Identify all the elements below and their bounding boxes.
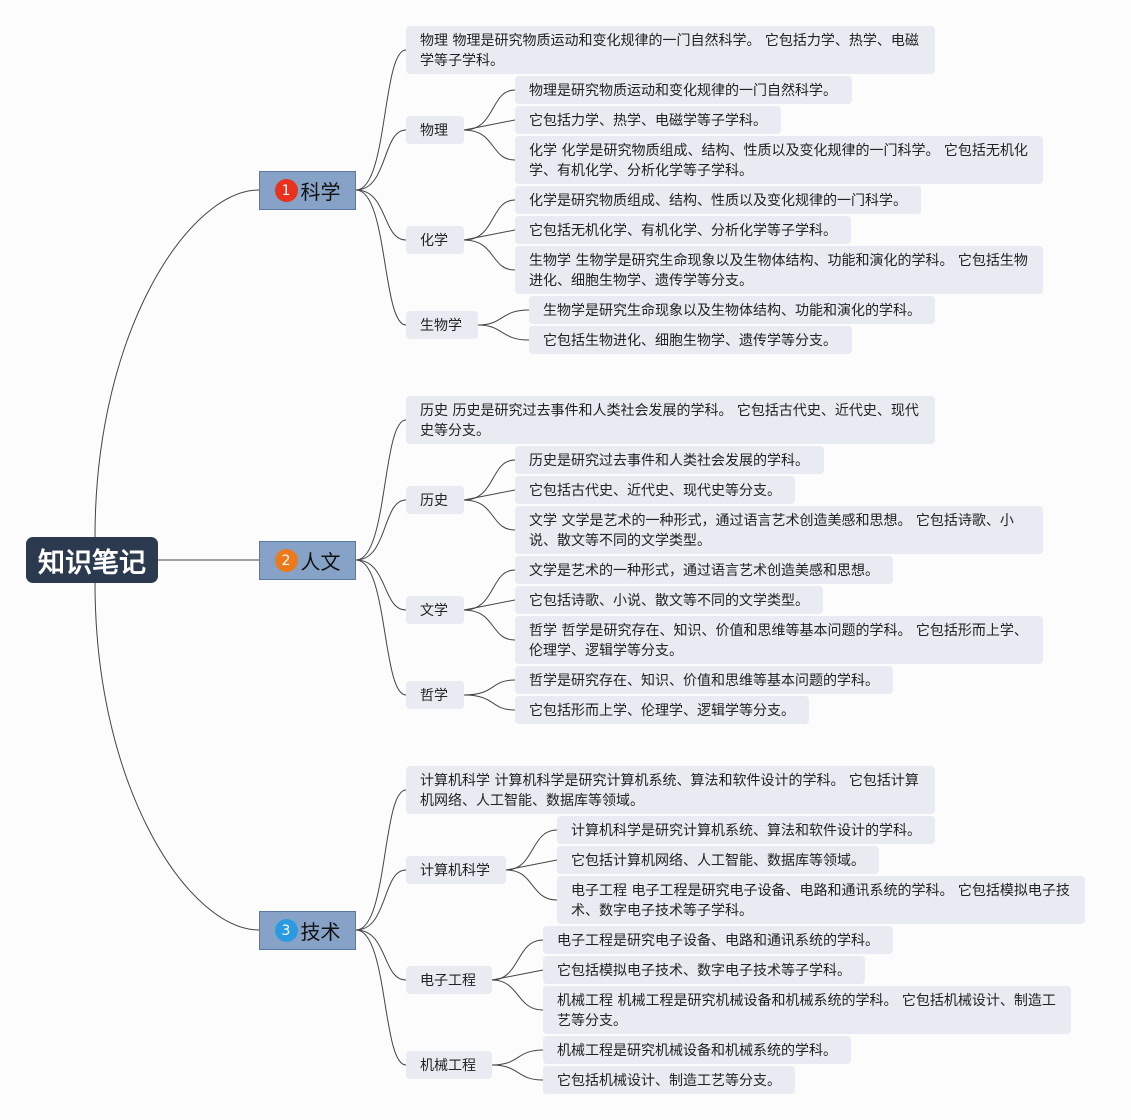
topic-label: 计算机科学 bbox=[420, 863, 490, 879]
leaf-node[interactable]: 历史是研究过去事件和人类社会发展的学科。 bbox=[515, 446, 824, 474]
leaf-node[interactable]: 它包括诗歌、小说、散文等不同的文学类型。 bbox=[515, 586, 823, 614]
leaf-text: 电子工程 电子工程是研究电子设备、电路和通讯系统的学科。 它包括模拟电子技术、数… bbox=[571, 883, 1070, 919]
topic-label: 历史 bbox=[420, 493, 448, 509]
summary-node[interactable]: 物理 物理是研究物质运动和变化规律的一门自然科学。 它包括力学、热学、电磁学等子… bbox=[406, 26, 935, 74]
leaf-text: 它包括生物进化、细胞生物学、遗传学等分支。 bbox=[543, 333, 837, 349]
topic-electrical-engineering[interactable]: 电子工程 bbox=[406, 966, 492, 994]
leaf-text: 物理是研究物质运动和变化规律的一门自然科学。 bbox=[529, 83, 837, 99]
summary-node[interactable]: 计算机科学 计算机科学是研究计算机系统、算法和软件设计的学科。 它包括计算机网络… bbox=[406, 766, 935, 814]
topic-label: 电子工程 bbox=[420, 973, 476, 989]
leaf-node[interactable]: 哲学是研究存在、知识、价值和思维等基本问题的学科。 bbox=[515, 666, 893, 694]
leaf-node[interactable]: 电子工程是研究电子设备、电路和通讯系统的学科。 bbox=[543, 926, 893, 954]
leaf-text: 计算机科学是研究计算机系统、算法和软件设计的学科。 bbox=[571, 823, 921, 839]
branch-science[interactable]: 1 科学 bbox=[259, 171, 356, 210]
topic-label: 哲学 bbox=[420, 688, 448, 704]
leaf-text: 生物学 生物学是研究生命现象以及生物体结构、功能和演化的学科。 它包括生物进化、… bbox=[529, 253, 1028, 289]
leaf-text: 文学 文学是艺术的一种形式，通过语言艺术创造美感和思想。 它包括诗歌、小说、散文… bbox=[529, 513, 1014, 549]
branch-label: 技术 bbox=[300, 920, 341, 944]
summary-text: 历史 历史是研究过去事件和人类社会发展的学科。 它包括古代史、近代史、现代史等分… bbox=[420, 403, 919, 439]
branch-label: 人文 bbox=[300, 550, 341, 574]
leaf-text: 它包括模拟电子技术、数字电子技术等子学科。 bbox=[557, 963, 851, 979]
leaf-node[interactable]: 物理是研究物质运动和变化规律的一门自然科学。 bbox=[515, 76, 852, 104]
leaf-node[interactable]: 它包括力学、热学、电磁学等子学科。 bbox=[515, 106, 781, 134]
leaf-node[interactable]: 它包括模拟电子技术、数字电子技术等子学科。 bbox=[543, 956, 865, 984]
topic-mechanical-engineering[interactable]: 机械工程 bbox=[406, 1051, 492, 1079]
summary-text: 计算机科学 计算机科学是研究计算机系统、算法和软件设计的学科。 它包括计算机网络… bbox=[420, 773, 919, 809]
leaf-node[interactable]: 它包括机械设计、制造工艺等分支。 bbox=[543, 1066, 795, 1094]
leaf-text: 文学是艺术的一种形式，通过语言艺术创造美感和思想。 bbox=[529, 563, 879, 579]
leaf-text: 它包括计算机网络、人工智能、数据库等领域。 bbox=[571, 853, 865, 869]
leaf-node[interactable]: 机械工程 机械工程是研究机械设备和机械系统的学科。 它包括机械设计、制造工艺等分… bbox=[543, 986, 1071, 1034]
topic-label: 化学 bbox=[420, 233, 448, 249]
leaf-text: 机械工程 机械工程是研究机械设备和机械系统的学科。 它包括机械设计、制造工艺等分… bbox=[557, 993, 1056, 1029]
leaf-node[interactable]: 化学 化学是研究物质组成、结构、性质以及变化规律的一门科学。 它包括无机化学、有… bbox=[515, 136, 1043, 184]
topic-label: 物理 bbox=[420, 123, 448, 139]
root-label: 知识笔记 bbox=[38, 547, 146, 579]
leaf-node[interactable]: 它包括无机化学、有机化学、分析化学等子学科。 bbox=[515, 216, 851, 244]
topic-label: 机械工程 bbox=[420, 1058, 476, 1074]
leaf-text: 历史是研究过去事件和人类社会发展的学科。 bbox=[529, 453, 809, 469]
topic-physics[interactable]: 物理 bbox=[406, 116, 464, 144]
leaf-node[interactable]: 计算机科学是研究计算机系统、算法和软件设计的学科。 bbox=[557, 816, 935, 844]
leaf-text: 机械工程是研究机械设备和机械系统的学科。 bbox=[557, 1043, 837, 1059]
topic-label: 生物学 bbox=[420, 318, 462, 334]
leaf-text: 它包括力学、热学、电磁学等子学科。 bbox=[529, 113, 767, 129]
leaf-node[interactable]: 它包括计算机网络、人工智能、数据库等领域。 bbox=[557, 846, 879, 874]
root-node[interactable]: 知识笔记 bbox=[26, 537, 158, 583]
leaf-text: 生物学是研究生命现象以及生物体结构、功能和演化的学科。 bbox=[543, 303, 921, 319]
topic-computer-science[interactable]: 计算机科学 bbox=[406, 856, 506, 884]
leaf-text: 哲学 哲学是研究存在、知识、价值和思维等基本问题的学科。 它包括形而上学、伦理学… bbox=[529, 623, 1028, 659]
topic-chemistry[interactable]: 化学 bbox=[406, 226, 464, 254]
leaf-node[interactable]: 文学是艺术的一种形式，通过语言艺术创造美感和思想。 bbox=[515, 556, 893, 584]
leaf-node[interactable]: 它包括生物进化、细胞生物学、遗传学等分支。 bbox=[529, 326, 852, 354]
leaf-node[interactable]: 电子工程 电子工程是研究电子设备、电路和通讯系统的学科。 它包括模拟电子技术、数… bbox=[557, 876, 1085, 924]
summary-text: 物理 物理是研究物质运动和变化规律的一门自然科学。 它包括力学、热学、电磁学等子… bbox=[420, 33, 919, 69]
leaf-text: 它包括形而上学、伦理学、逻辑学等分支。 bbox=[529, 703, 795, 719]
leaf-text: 哲学是研究存在、知识、价值和思维等基本问题的学科。 bbox=[529, 673, 879, 689]
leaf-text: 化学是研究物质组成、结构、性质以及变化规律的一门科学。 bbox=[529, 193, 907, 209]
branch-label: 科学 bbox=[300, 180, 341, 204]
leaf-text: 电子工程是研究电子设备、电路和通讯系统的学科。 bbox=[557, 933, 879, 949]
leaf-node[interactable]: 化学是研究物质组成、结构、性质以及变化规律的一门科学。 bbox=[515, 186, 921, 214]
leaf-node[interactable]: 它包括古代史、近代史、现代史等分支。 bbox=[515, 476, 795, 504]
leaf-node[interactable]: 文学 文学是艺术的一种形式，通过语言艺术创造美感和思想。 它包括诗歌、小说、散文… bbox=[515, 506, 1043, 554]
leaf-text: 化学 化学是研究物质组成、结构、性质以及变化规律的一门科学。 它包括无机化学、有… bbox=[529, 143, 1028, 179]
number-badge-icon: 3 bbox=[274, 919, 298, 942]
branch-technology[interactable]: 3 技术 bbox=[259, 911, 356, 950]
leaf-node[interactable]: 哲学 哲学是研究存在、知识、价值和思维等基本问题的学科。 它包括形而上学、伦理学… bbox=[515, 616, 1043, 664]
topic-biology[interactable]: 生物学 bbox=[406, 311, 478, 339]
topic-label: 文学 bbox=[420, 603, 448, 619]
summary-node[interactable]: 历史 历史是研究过去事件和人类社会发展的学科。 它包括古代史、近代史、现代史等分… bbox=[406, 396, 935, 444]
branch-humanities[interactable]: 2 人文 bbox=[259, 541, 356, 580]
leaf-node[interactable]: 它包括形而上学、伦理学、逻辑学等分支。 bbox=[515, 696, 809, 724]
topic-history[interactable]: 历史 bbox=[406, 486, 464, 514]
leaf-node[interactable]: 生物学 生物学是研究生命现象以及生物体结构、功能和演化的学科。 它包括生物进化、… bbox=[515, 246, 1043, 294]
topic-philosophy[interactable]: 哲学 bbox=[406, 681, 464, 709]
topic-literature[interactable]: 文学 bbox=[406, 596, 464, 624]
number-badge-icon: 1 bbox=[274, 179, 298, 202]
number-badge-icon: 2 bbox=[274, 549, 298, 572]
leaf-text: 它包括机械设计、制造工艺等分支。 bbox=[557, 1073, 781, 1089]
leaf-node[interactable]: 生物学是研究生命现象以及生物体结构、功能和演化的学科。 bbox=[529, 296, 935, 324]
leaf-node[interactable]: 机械工程是研究机械设备和机械系统的学科。 bbox=[543, 1036, 851, 1064]
leaf-text: 它包括古代史、近代史、现代史等分支。 bbox=[529, 483, 781, 499]
leaf-text: 它包括诗歌、小说、散文等不同的文学类型。 bbox=[529, 593, 809, 609]
leaf-text: 它包括无机化学、有机化学、分析化学等子学科。 bbox=[529, 223, 837, 239]
